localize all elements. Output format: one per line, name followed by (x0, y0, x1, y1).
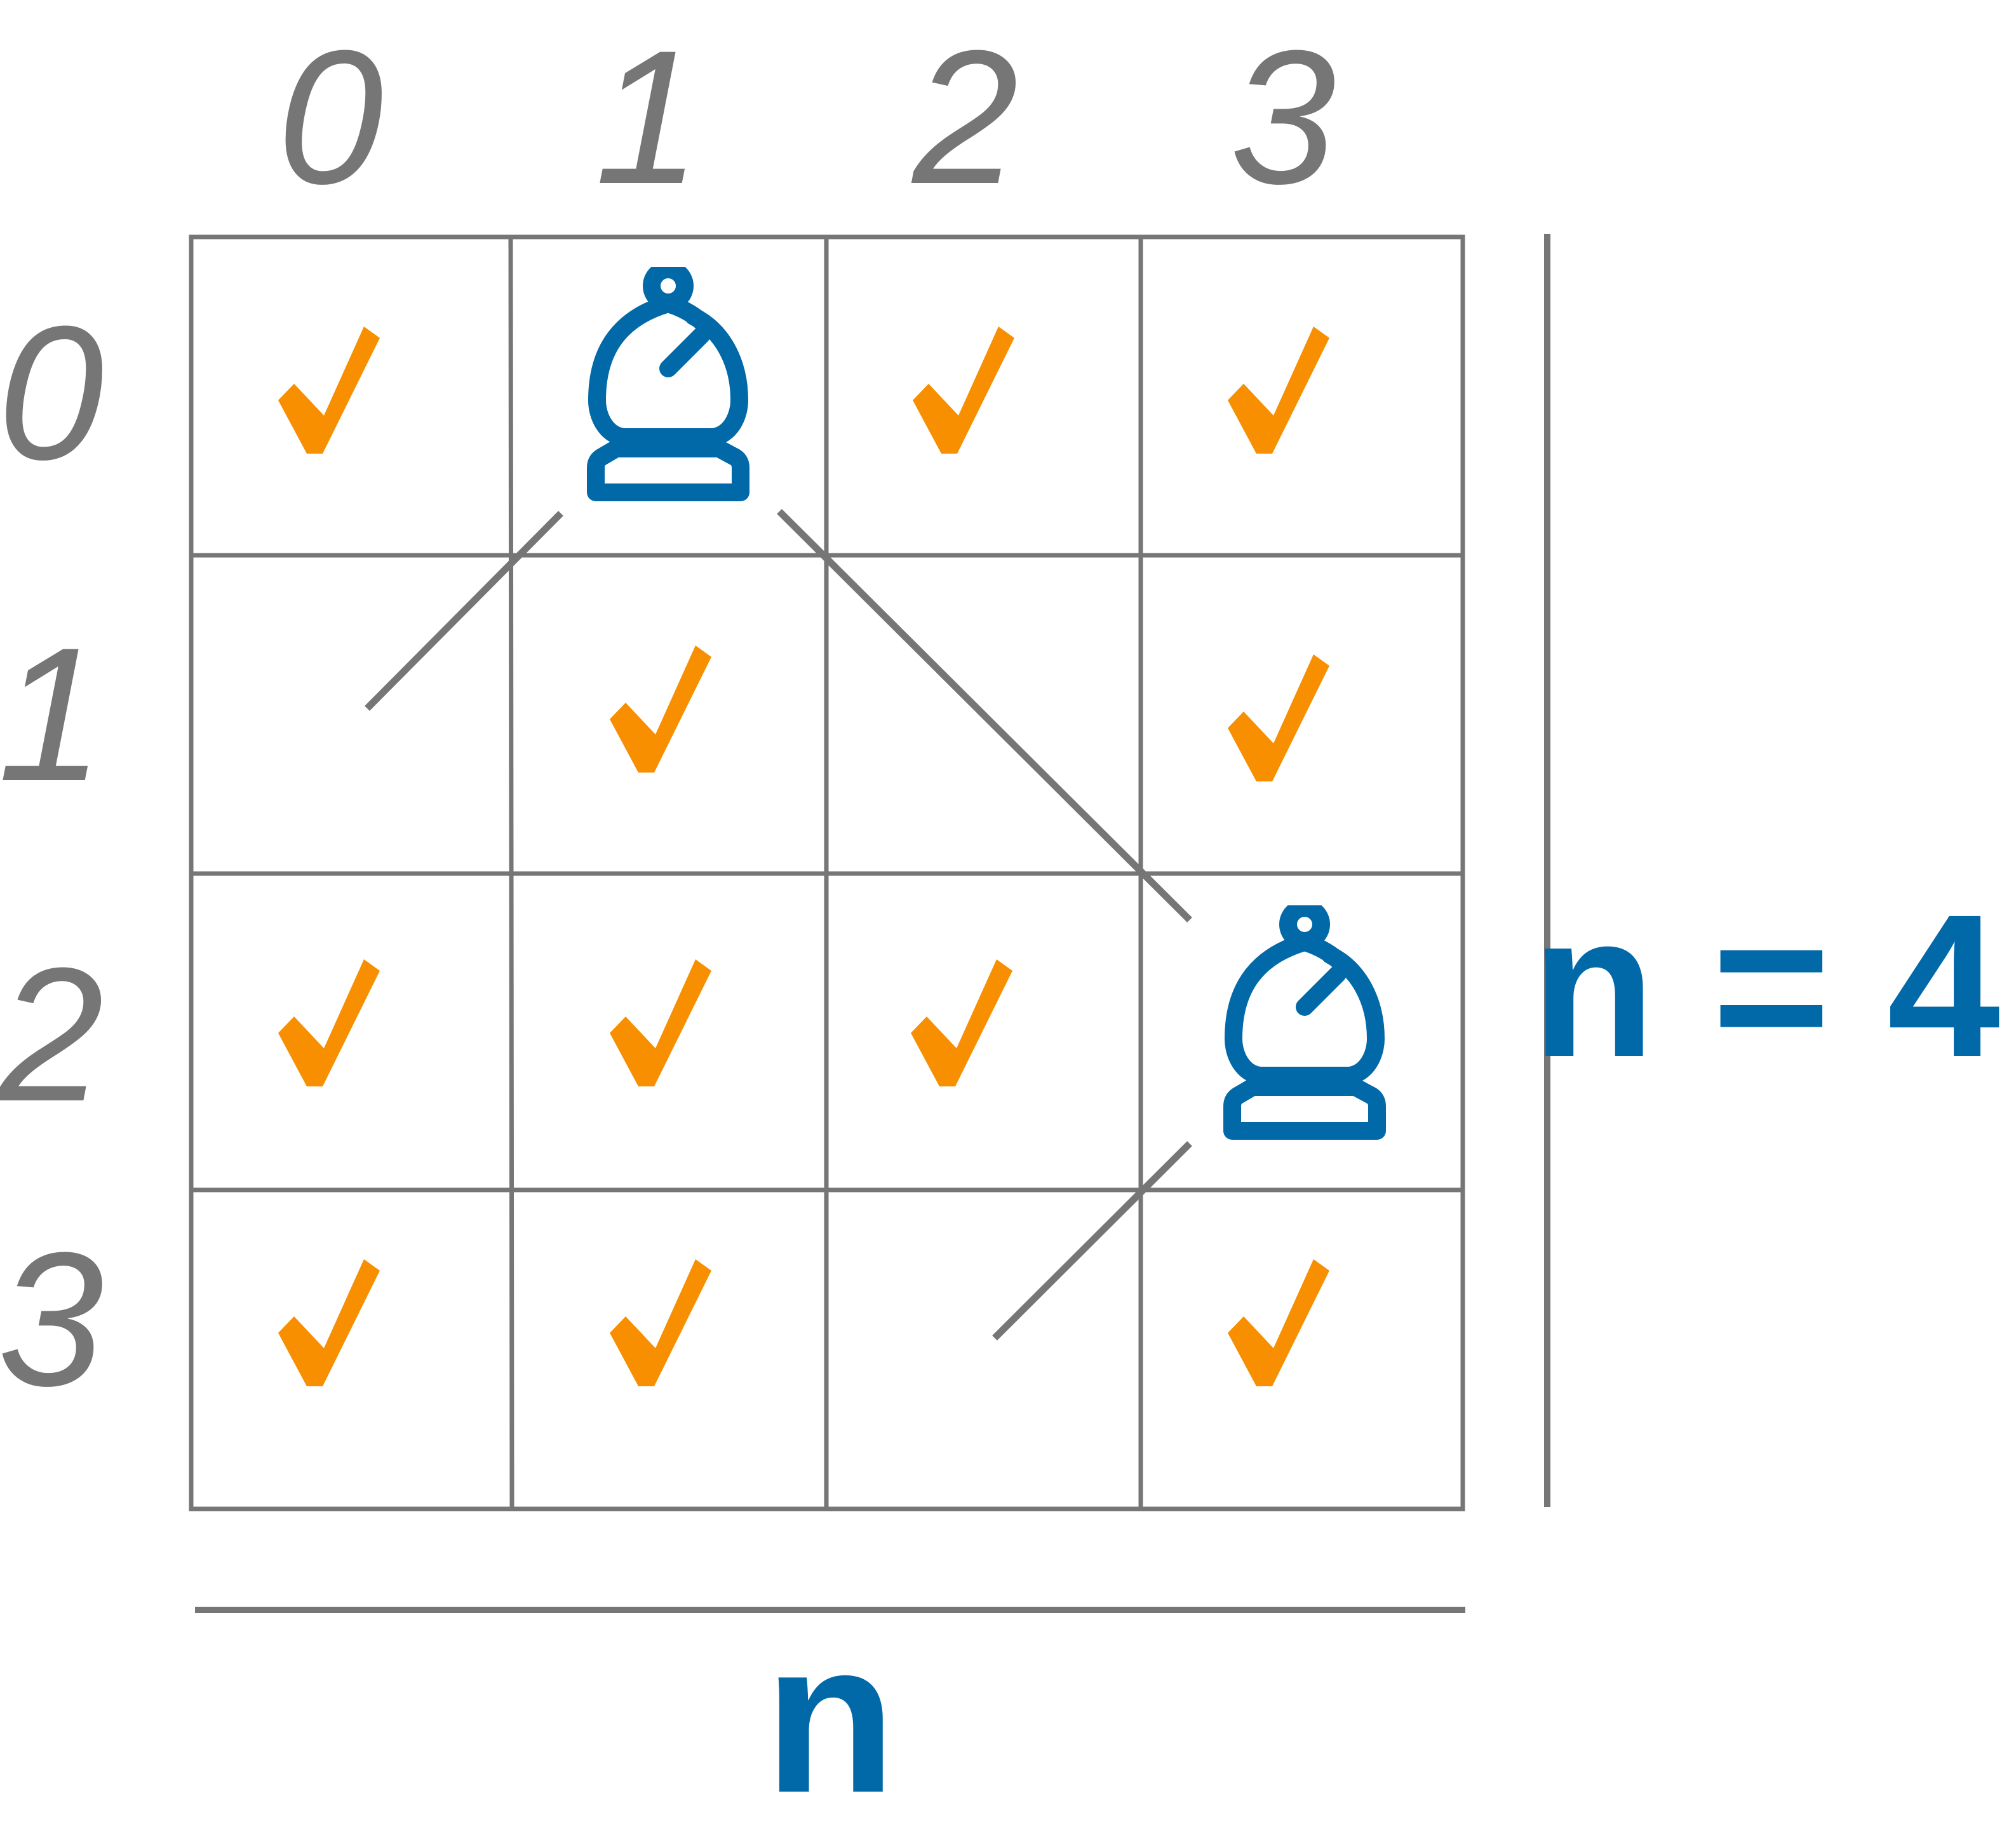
checkmark-icon (610, 1259, 711, 1386)
column-label-0: 0 (278, 10, 385, 224)
checkmark-icon (1228, 654, 1329, 781)
chess-bishop-icon (1232, 908, 1377, 1131)
width-label: n (764, 1597, 896, 1838)
height-label: n = 4 (1531, 872, 2001, 1099)
checkmark-icon (278, 1259, 380, 1386)
board-grid (189, 234, 1465, 1511)
checkmark-icon (610, 959, 711, 1086)
row-label-1: 1 (0, 607, 104, 821)
row-label-2: 2 (0, 928, 104, 1141)
diagonal-line (365, 511, 563, 711)
row-label-3: 3 (0, 1212, 105, 1426)
checkmark-icon (911, 959, 1012, 1086)
diagonal-line (992, 1141, 1192, 1341)
checkmark-icon (610, 645, 711, 773)
checkmark-icon (1228, 327, 1329, 454)
attack-diagonals (365, 509, 1192, 1341)
checkmark-icon (278, 959, 380, 1086)
checkmark-icon (913, 327, 1014, 454)
checkmark-icon (1228, 1259, 1329, 1386)
chess-bishop-icon (596, 269, 741, 492)
column-label-3: 3 (1230, 10, 1338, 224)
row-label-0: 0 (0, 286, 105, 499)
diagonal-line (777, 509, 1192, 922)
column-label-2: 2 (910, 10, 1019, 224)
checkmark-icon (278, 327, 380, 454)
column-label-1: 1 (595, 10, 701, 224)
checkmarks (278, 327, 1329, 1386)
